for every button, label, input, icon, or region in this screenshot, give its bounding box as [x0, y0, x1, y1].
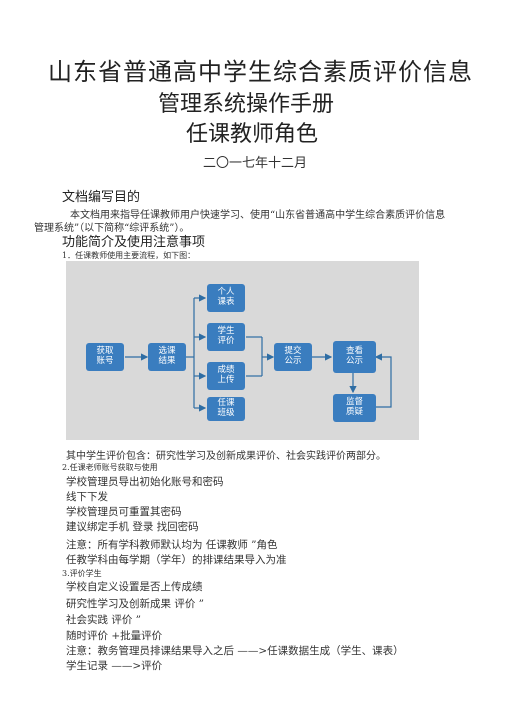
item3-label: 3.评价学生 [62, 569, 102, 578]
item2-line: 任教学科由每学期（学年）的排课结果导入为准 [66, 554, 287, 566]
item3-note: 注意：教务管理员排课结果导入之后 ——>任课数据生成（学生、课表） [66, 645, 404, 657]
flow-connectors [125, 294, 392, 412]
doc-date: 二〇一七年十二月 [203, 156, 308, 171]
item2-line: 学校管理员可重置其密码 [66, 506, 182, 518]
item2-note: 注意：所有学科教师默认均为 任课教师 ”角色 [66, 539, 278, 551]
flow-box-supervise-appeal: 监督 质疑 [333, 394, 376, 422]
diagram-caption: 其中学生评价包含：研究性学习及创新成果评价、社会实践评价两部分。 [66, 451, 386, 462]
item3-line: 学校自定义设置是否上传成绩 [66, 581, 203, 593]
flow-box-class-teacher: 任课 班级 [207, 397, 245, 421]
flow-diagram: 获取 账号 选课 结果 个人 课表 学生 评价 成绩 上传 任课 班级 提交 公… [66, 261, 419, 440]
item3-line: 学生记录 ——>评价 [66, 660, 163, 672]
section1-text-line2: 管理系统”（以下简称“综评系统”）。 [34, 223, 190, 234]
item2-label: 2.任课老师账号获取与使用 [62, 463, 158, 472]
item2-line: 建议绑定手机 登录 找回密码 [66, 521, 199, 533]
flow-box-student-eval: 学生 评价 [207, 323, 245, 351]
flow-box-get-account: 获取 账号 [86, 343, 124, 371]
section2-heading: 功能简介及使用注意事项 [62, 235, 206, 250]
doc-title-line1: 山东省普通高中学生综合素质评价信息 [48, 58, 473, 86]
flow-box-grade-upload: 成绩 上传 [207, 362, 245, 390]
item2-line: 学校管理员导出初始化账号和密码 [66, 476, 224, 488]
doc-title-line2: 管理系统操作手册 [158, 92, 335, 117]
item3-line: 社会实践 评价 ” [66, 614, 142, 626]
item3-line: 随时评价 +批量评价 [66, 630, 163, 642]
doc-title-line3: 任课教师角色 [186, 122, 319, 147]
flow-box-view-publish: 查看 公示 [333, 341, 376, 373]
flow-box-submit-publish: 提交 公示 [274, 343, 312, 371]
item3-line: 研究性学习及创新成果 评价 ” [66, 598, 205, 610]
flow-box-course-result: 选课 结果 [148, 343, 186, 371]
flow-box-personal-schedule: 个人 课表 [207, 284, 245, 312]
item1-label: 1．任课教师使用主要流程，如下图： [62, 251, 196, 260]
item2-line: 线下下发 [66, 491, 108, 503]
section1-heading: 文档编写目的 [62, 190, 141, 205]
section1-text-line1: 本文档用来指导任课教师用户快速学习、使用“山东省普通高中学生综合素质评价信息 [70, 210, 446, 221]
